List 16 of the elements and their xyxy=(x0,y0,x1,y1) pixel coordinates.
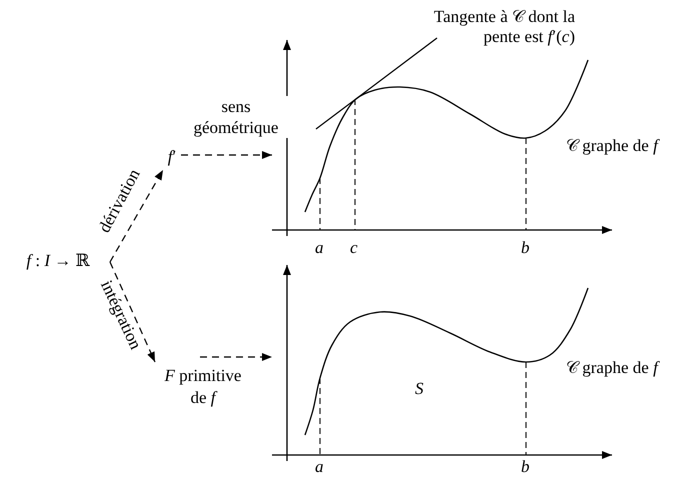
dashed-arrow xyxy=(200,353,272,361)
function-label: f : I → ℝ xyxy=(6,250,110,274)
tick-label: b xyxy=(521,239,530,257)
dashed-arrow xyxy=(109,170,164,262)
annotation: Tangente à 𝒞 dont la pente est f′(c) xyxy=(432,7,575,48)
tick-label: a xyxy=(315,458,324,476)
tick-label: a xyxy=(315,239,324,257)
primitive-label: F primitive de f xyxy=(155,357,251,413)
tick-label: c xyxy=(350,239,358,257)
area-label: S xyxy=(415,380,424,398)
derivative-label: f′ xyxy=(163,146,181,170)
tick-label: b xyxy=(521,458,530,476)
dashed-arrow xyxy=(109,262,156,362)
dashed-arrow xyxy=(181,151,272,159)
curve-label: 𝒞 graphe de f xyxy=(566,359,658,377)
curve-label: 𝒞 graphe de f xyxy=(566,137,658,155)
